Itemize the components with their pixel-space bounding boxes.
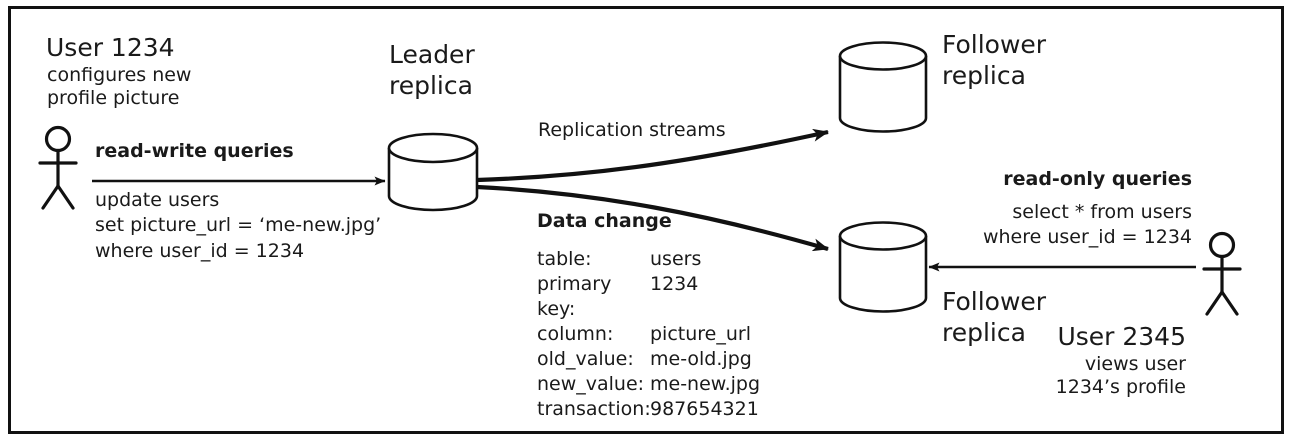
data-change-row: transaction: 987654321 [537, 397, 760, 422]
data-change-row: primary key: 1234 [537, 272, 760, 322]
follower-top-label-line2: replica [942, 61, 1026, 90]
right-actor-subtitle-line2: 1234’s profile [1055, 376, 1186, 398]
read-only-queries-label: read-only queries [1003, 168, 1192, 190]
data-change-row: new_value: me-new.jpg [537, 372, 760, 397]
data-change-key: new_value: [537, 373, 645, 396]
left-actor-subtitle-line2: profile picture [47, 87, 180, 109]
left-actor-subtitle-line1: configures new [47, 64, 192, 86]
replication-streams-label: Replication streams [538, 119, 726, 141]
data-change-value: me-new.jpg [650, 373, 761, 396]
data-change-key: old_value: [537, 348, 634, 371]
data-change-value: 1234 [650, 273, 699, 296]
read-write-query-block: update users set picture_url = ‘me-new.j… [95, 188, 381, 264]
read-write-queries-label: read-write queries [95, 140, 294, 162]
data-change-row: table: users [537, 247, 760, 272]
data-change-key: primary key: [537, 273, 612, 321]
data-change-key: transaction: [537, 398, 651, 421]
data-change-value: me-old.jpg [650, 348, 752, 371]
read-only-query-line: select * from users [1012, 201, 1192, 223]
follower-bottom-label-line1: Follower [942, 287, 1047, 316]
leader-label-line2: replica [389, 71, 473, 100]
data-change-table: table: users primary key: 1234 column: p… [537, 247, 760, 423]
left-actor-heading: User 1234 [46, 33, 175, 62]
read-write-query-line: set picture_url = ‘me-new.jpg’ [95, 214, 382, 237]
right-actor-subtitle-line1: views user [1084, 353, 1186, 375]
data-change-row: old_value: me-old.jpg [537, 347, 760, 372]
data-change-row: column: picture_url [537, 322, 760, 347]
diagram-border [8, 6, 1284, 434]
follower-top-label-line1: Follower [942, 30, 1047, 59]
read-only-query-block: select * from users where user_id = 1234 [983, 200, 1192, 251]
read-write-query-line: update users [95, 189, 220, 211]
data-change-value: 987654321 [650, 398, 759, 421]
data-change-heading: Data change [537, 210, 672, 232]
follower-bottom-label-line2: replica [942, 318, 1026, 347]
data-change-value: users [650, 248, 702, 270]
right-actor-heading: User 2345 [1057, 322, 1186, 351]
read-only-query-line: where user_id = 1234 [982, 226, 1192, 249]
data-change-value: picture_url [650, 323, 751, 346]
leader-label-line1: Leader [389, 40, 475, 69]
data-change-key: column: [537, 323, 614, 346]
data-change-key: table: [537, 248, 592, 270]
read-write-query-line: where user_id = 1234 [95, 239, 305, 262]
